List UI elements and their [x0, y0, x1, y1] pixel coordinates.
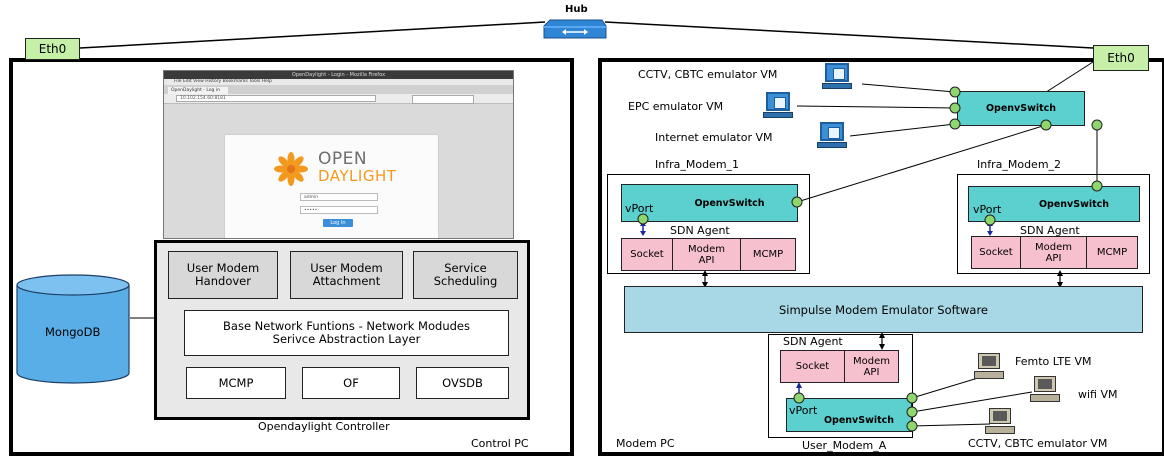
- main-openvswitch[interactable]: OpenvSwitch: [957, 91, 1085, 126]
- port-main-ovs-3: [949, 118, 961, 130]
- control-pc-eth0[interactable]: Eth0: [25, 38, 80, 60]
- control-pc-frame: [9, 58, 574, 456]
- odl-login-card: OPEN DAYLIGHT admin ••••• Log In: [224, 134, 439, 238]
- link-hub-right: [604, 21, 1094, 49]
- infra-modem-1-label: Infra_Modem_1: [655, 158, 740, 171]
- vm-cctv-bottom-label: CCTV, CBTC emulator VM: [968, 437, 1108, 450]
- port-infra1-vport: [637, 213, 649, 225]
- vm-cctv-top-label: CCTV, CBTC emulator VM: [638, 68, 778, 81]
- ovsdb-plugin[interactable]: OVSDB: [416, 367, 509, 399]
- screenshot-tab: OpenDaylight - Log in: [168, 87, 228, 94]
- port-user-wifi: [906, 406, 918, 418]
- database-cylinder-icon: [16, 274, 130, 384]
- user-modem-a-box: [768, 334, 913, 438]
- screenshot-titlebar: OpenDaylight - Login - Mozilla Firefox: [164, 71, 513, 79]
- vm-femto-label: Femto LTE VM: [1015, 355, 1092, 368]
- screenshot-login-button: Log In: [323, 219, 353, 227]
- hub-label: Hub: [565, 4, 588, 15]
- port-main-ovs-4: [1040, 119, 1052, 131]
- modem-pc-frame: [598, 58, 1164, 456]
- infra-modem-1-modem-api[interactable]: Modem API: [672, 238, 741, 271]
- link-internet-ovs: [849, 123, 956, 137]
- screenshot-tabbar: OpenDaylight - Log in: [164, 85, 513, 94]
- infra-modem-2-agent-label: SDN Agent: [1020, 224, 1080, 237]
- of-plugin[interactable]: OF: [302, 367, 400, 399]
- vm-internet-label: Internet emulator VM: [655, 131, 773, 144]
- user-modem-vport: vPort: [789, 404, 818, 417]
- vm-epc-label: EPC emulator VM: [628, 100, 724, 113]
- infra-modem-2-label: Infra_Modem_2: [977, 158, 1062, 171]
- odl-logo-open: OPEN: [318, 149, 368, 169]
- port-infra1-uplink: [791, 196, 803, 208]
- modem-pc-eth0[interactable]: Eth0: [1093, 45, 1149, 71]
- port-user-femto: [906, 392, 918, 404]
- modem-emulator-software[interactable]: Simpulse Modem Emulator Software: [624, 286, 1143, 333]
- screenshot-search: [412, 95, 474, 104]
- odl-sunburst-icon: [274, 152, 308, 186]
- screenshot-username-field: admin: [300, 193, 378, 201]
- port-user-cctv: [906, 420, 918, 432]
- screenshot-url: 10.102.154.60:8181: [176, 95, 376, 102]
- vm-femto-icon: [974, 353, 1004, 379]
- port-main-ovs-5: [1091, 119, 1103, 131]
- link-ovs-infra1: [796, 124, 1047, 203]
- port-infra2-uplink: [1091, 180, 1103, 192]
- user-modem-agent-label: SDN Agent: [783, 335, 843, 348]
- infra-modem-2-modem-api[interactable]: Modem API: [1020, 236, 1087, 269]
- hub[interactable]: Hub: [540, 4, 610, 42]
- infra-modem-2-box: [957, 174, 1150, 274]
- vm-wifi-icon: [1030, 376, 1060, 402]
- link-cctv-ovs: [861, 83, 956, 93]
- hub-switch-icon: [543, 19, 607, 39]
- screenshot-content: OPEN DAYLIGHT admin ••••• Log In: [164, 104, 513, 238]
- link-cctv-bottom: [911, 423, 991, 427]
- vm-wifi-label: wifi VM: [1078, 388, 1118, 401]
- odl-logo-daylight: DAYLIGHT: [318, 167, 397, 185]
- controller-label: Opendaylight Controller: [258, 420, 390, 433]
- mongodb-label: MongoDB: [45, 325, 101, 339]
- user-modem-attachment-module[interactable]: User Modem Attachment: [290, 251, 403, 299]
- link-hub-left: [79, 21, 546, 49]
- mcmp-plugin[interactable]: MCMP: [186, 367, 286, 399]
- infra-modem-1-box: [607, 174, 810, 274]
- port-user-vport: [793, 392, 805, 404]
- user-modem-socket[interactable]: Socket: [780, 350, 845, 383]
- vm-internet-icon: [817, 122, 847, 149]
- port-infra2-vport: [984, 214, 996, 226]
- link-wifi: [911, 391, 1033, 413]
- infra-modem-2-vport: vPort: [973, 203, 1002, 216]
- user-modem-openvswitch[interactable]: OpenvSwitch: [786, 398, 912, 432]
- vm-epc-icon: [763, 92, 793, 119]
- infra-modem-1-mcmp[interactable]: MCMP: [740, 238, 796, 271]
- vm-cctv-bottom-icon: [985, 408, 1015, 434]
- infra-modem-1-vport: vPort: [625, 202, 654, 215]
- odl-login-screenshot: OpenDaylight - Login - Mozilla Firefox F…: [163, 70, 514, 239]
- port-main-ovs-1: [949, 86, 961, 98]
- infra-modem-2-mcmp[interactable]: MCMP: [1086, 236, 1138, 269]
- control-pc-label: Control PC: [471, 437, 529, 450]
- link-femto: [911, 377, 979, 399]
- vm-cctv-top-icon: [822, 63, 852, 90]
- infra-modem-2-socket[interactable]: Socket: [971, 236, 1021, 269]
- modem-pc-label: Modem PC: [616, 437, 675, 450]
- infra-modem-1-socket[interactable]: Socket: [621, 238, 673, 271]
- user-modem-modem-api[interactable]: Modem API: [844, 350, 899, 383]
- user-modem-a-label: User_Modem_A: [802, 439, 887, 452]
- base-network-functions-module[interactable]: Base Network Funtions - Network Modudes …: [184, 310, 509, 356]
- screenshot-menubar: File Edit View History Bookmarks Tools H…: [164, 79, 513, 85]
- link-eth-ovs: [1039, 61, 1094, 97]
- service-scheduling-module[interactable]: Service Scheduling: [413, 251, 518, 299]
- user-modem-handover-module[interactable]: User Modem Handover: [168, 251, 278, 299]
- infra-modem-2-openvswitch[interactable]: OpenvSwitch: [968, 186, 1140, 222]
- mongodb-database[interactable]: MongoDB: [16, 274, 131, 385]
- screenshot-urlbar: 10.102.154.60:8181: [164, 94, 513, 104]
- link-epc-ovs: [796, 105, 956, 109]
- screenshot-password-field: •••••: [300, 206, 378, 214]
- infra-modem-1-agent-label: SDN Agent: [670, 224, 730, 237]
- port-main-ovs-2: [949, 102, 961, 114]
